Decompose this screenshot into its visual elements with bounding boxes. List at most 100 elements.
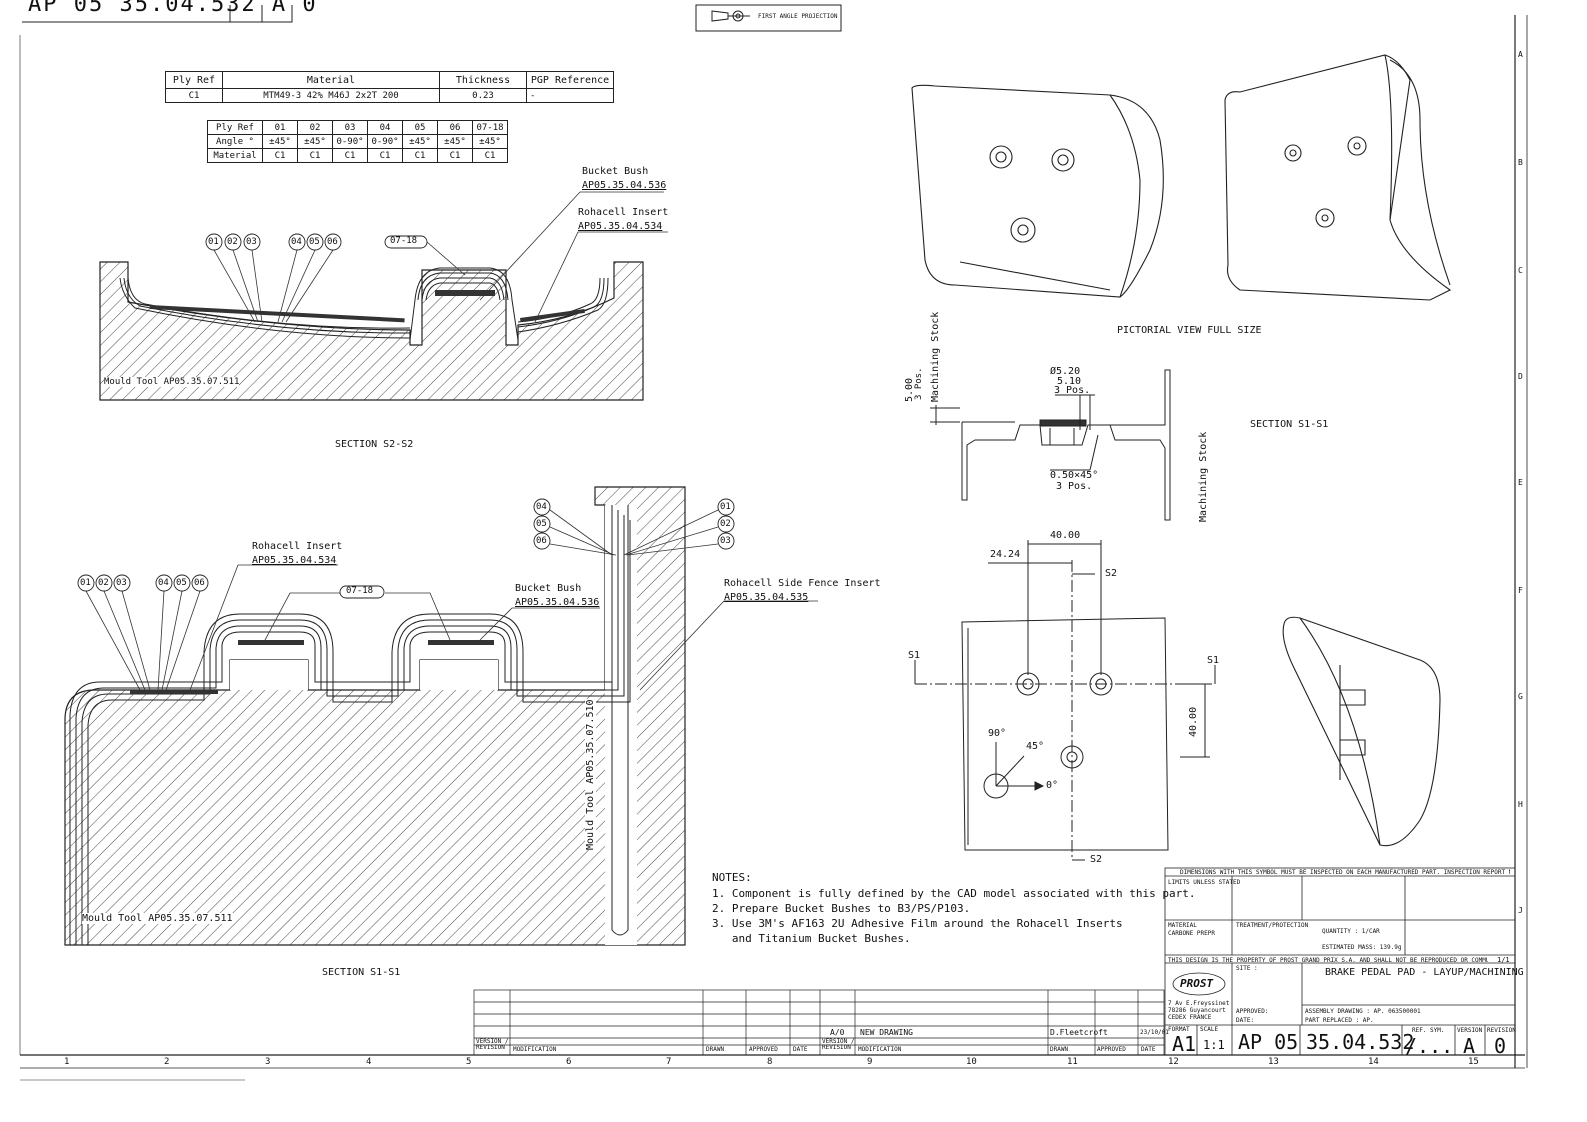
ply-table-cell: C1 (332, 148, 368, 163)
corner-drawing-ref: AP 05 35.04.532 A 0 (28, 0, 318, 17)
s2-balloon-range: 07-18 (390, 236, 418, 246)
s1-balloon: 04 (536, 502, 547, 512)
rev-col-drawn-2: DRAWN (1050, 1046, 1069, 1053)
s2-balloon: 02 (227, 237, 238, 247)
zone-number: 7 (666, 1057, 672, 1067)
tb-material: CARBONE PREPR (1168, 930, 1215, 937)
pictorial-title: PICTORIAL VIEW FULL SIZE (1117, 325, 1262, 336)
dim-40-side: 40.00 (1188, 706, 1199, 737)
plan-view (914, 540, 1216, 861)
section-s1-drawing (64, 486, 818, 946)
material-table-header: PGP Reference (526, 71, 614, 89)
zone-number: 12 (1168, 1057, 1179, 1067)
rev-col-version-2: VERSION / REVISION (822, 1038, 855, 1051)
tb-version: A (1463, 1034, 1476, 1058)
rev-entry-date: 23/10/01 (1140, 1029, 1169, 1036)
s1-balloon: 06 (536, 536, 547, 546)
zone-number: 1 (64, 1057, 70, 1067)
section-mark-s1-left: S1 (908, 650, 921, 661)
s1-side-fence-ref: AP05.35.04.535 (724, 592, 809, 603)
s2-balloon: 03 (246, 237, 257, 247)
tb-mass: ESTIMATED MASS: 139.9g (1322, 944, 1402, 951)
zone-letter: F (1518, 586, 1523, 595)
tb-ref-sym-label: REF. SYM. (1412, 1027, 1445, 1034)
tb-replaced: PART REPLACED : AP. (1305, 1017, 1374, 1024)
ply-table-cell: C1 (402, 148, 438, 163)
ply-table-cell: 05 (402, 120, 438, 135)
tb-ref-sym: /... (1405, 1034, 1454, 1058)
zone-number: 8 (767, 1057, 773, 1067)
zone-letter: G (1518, 692, 1523, 701)
dia-5-10: 5.10 (1057, 376, 1082, 387)
ply-table-cell: ±45° (262, 134, 298, 149)
material-table-header: Ply Ref (165, 71, 223, 89)
tb-dimensions-note: DIMENSIONS WITH THIS SYMBOL MUST BE INSP… (1180, 869, 1510, 876)
material-table-cell: MTM49-3 42% M46J 2x2T 200 (222, 88, 440, 103)
ply-table-cell: ±45° (472, 134, 508, 149)
material-table-cell: 0.23 (439, 88, 527, 103)
section-s2-title: SECTION S2-S2 (335, 439, 414, 450)
note-line: 2. Prepare Bucket Bushes to B3/PS/P103. (712, 902, 971, 915)
material-table-cell: - (526, 88, 614, 103)
note-line: 1. Component is fully defined by the CAD… (712, 887, 1196, 900)
s1-side-fence-label: Rohacell Side Fence Insert (724, 578, 881, 589)
rev-col-approved: APPROVED (749, 1046, 778, 1053)
machining-stock-label-left: Machining Stock (930, 311, 941, 402)
angle-90: 90° (988, 728, 1007, 739)
ply-table-cell: 03 (332, 120, 368, 135)
ply-table-cell: 06 (437, 120, 473, 135)
tb-material-label: MATERIAL (1168, 922, 1197, 929)
rev-col-modification-2: MODIFICATION (858, 1046, 902, 1053)
s2-balloon: 04 (291, 237, 302, 247)
tb-number: 35.04.532 (1306, 1030, 1415, 1054)
ply-table-cell: 0-90° (367, 134, 403, 149)
rev-col-date-2: DATE (1141, 1046, 1156, 1053)
rev-col-date: DATE (793, 1046, 808, 1053)
s1-balloon: 01 (720, 502, 731, 512)
revision-block-lines (473, 989, 1165, 1056)
zone-number: 13 (1268, 1057, 1279, 1067)
ply-table-cell: C1 (297, 148, 333, 163)
s1-balloon: 06 (194, 578, 205, 588)
ply-table-row-label: Angle ° (207, 134, 263, 149)
s1-balloon: 01 (80, 578, 91, 588)
s2-balloon: 06 (327, 237, 338, 247)
tb-property: THIS DESIGN IS THE PROPERTY OF PROST GRA… (1168, 957, 1488, 964)
tb-revision: 0 (1494, 1034, 1507, 1058)
chamfer-pos: 3 Pos. (1056, 481, 1093, 492)
s1-rohacell-label: Rohacell Insert (252, 541, 343, 552)
ply-table-cell: C1 (367, 148, 403, 163)
s2-bucket-bush-ref: AP05.35.04.536 (582, 180, 667, 191)
s1-balloon: 05 (536, 519, 547, 529)
s2-bucket-bush-label: Bucket Bush (582, 166, 649, 177)
zone-letter: B (1518, 158, 1523, 167)
tb-version-label: VERSION (1457, 1027, 1483, 1034)
material-table-header: Material (222, 71, 440, 89)
zone-number: 14 (1368, 1057, 1379, 1067)
tb-company-logo: PROST (1180, 977, 1214, 990)
title-block-lines (1164, 867, 1516, 1056)
s2-mould-tool-label: Mould Tool AP05.35.07.511 (104, 377, 240, 387)
zone-letter: C (1518, 266, 1523, 275)
s2-rohacell-ref: AP05.35.04.534 (578, 221, 663, 232)
s1-balloon: 05 (176, 578, 187, 588)
zone-number: 6 (566, 1057, 572, 1067)
ply-table-cell: C1 (262, 148, 298, 163)
tb-address: 7 Av E.Freyssinet 78286 Guyancourt CEDEX… (1168, 1000, 1230, 1021)
dia-5-20: Ø5.20 (1050, 366, 1081, 377)
projection-label: FIRST ANGLE PROJECTION (758, 13, 838, 20)
dim-40-top: 40.00 (1050, 530, 1081, 541)
machining-section-title: SECTION S1-S1 (1250, 419, 1329, 430)
s1-balloon: 04 (158, 578, 169, 588)
ply-table-cell: C1 (437, 148, 473, 163)
zone-number: 4 (366, 1057, 372, 1067)
tb-approved: APPROVED: (1236, 1008, 1269, 1015)
tb-site: SITE : (1236, 965, 1258, 972)
rev-col-modification: MODIFICATION (513, 1046, 557, 1053)
zone-letter: E (1518, 478, 1523, 487)
note-line: and Titanium Bucket Bushes. (712, 932, 911, 945)
dim-3pos-a: 3 Pos. (914, 367, 924, 400)
header-frame (22, 4, 842, 32)
pictorial-view-2 (1224, 54, 1452, 301)
pictorial-view-1 (911, 84, 1164, 298)
